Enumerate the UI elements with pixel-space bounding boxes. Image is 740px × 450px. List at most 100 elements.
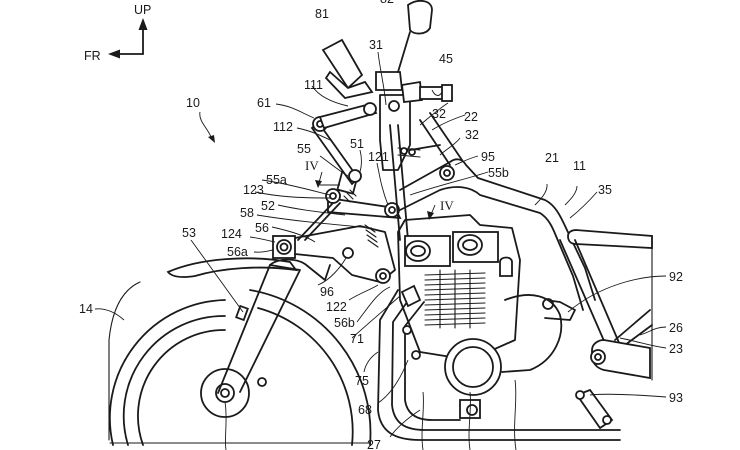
rim-inner bbox=[137, 329, 226, 446]
label-81: 81 bbox=[315, 7, 329, 21]
pivot-124-center bbox=[279, 242, 289, 252]
exhaust bbox=[377, 284, 621, 441]
leader-124 bbox=[249, 236, 276, 243]
label-124: 124 bbox=[221, 227, 242, 241]
orientation-indicator: UP FR bbox=[84, 3, 151, 63]
leader-11 bbox=[564, 185, 578, 206]
steering-assembly bbox=[272, 94, 421, 284]
front-fork bbox=[217, 258, 331, 394]
label-82: 82 bbox=[380, 0, 394, 6]
frame-inner-tube bbox=[399, 186, 584, 311]
leader-45 bbox=[431, 89, 443, 96]
tire-outer bbox=[108, 299, 226, 446]
label-56a: 56a bbox=[227, 245, 248, 259]
label-53: 53 bbox=[182, 226, 196, 240]
exhaust-pipe-inner bbox=[404, 301, 461, 421]
mirror-82 bbox=[407, 0, 433, 35]
meter-81 bbox=[321, 38, 364, 90]
stem-nut bbox=[388, 100, 400, 112]
steering-shaft bbox=[389, 124, 401, 241]
leader-71 bbox=[351, 295, 401, 339]
rod-58 bbox=[297, 202, 334, 241]
section-arrow-icon bbox=[427, 211, 434, 220]
damper-spring bbox=[343, 189, 357, 203]
label-112: 112 bbox=[273, 120, 293, 134]
leader-58 bbox=[256, 214, 373, 229]
label-123: 123 bbox=[243, 183, 264, 197]
bracket-bolt-68b bbox=[411, 350, 421, 360]
leader-23 bbox=[619, 337, 667, 349]
label-45: 45 bbox=[439, 52, 453, 66]
fork-bracket bbox=[269, 258, 331, 281]
steering-spring bbox=[364, 224, 379, 248]
axle-center bbox=[220, 388, 230, 398]
label-21: 21 bbox=[545, 151, 559, 165]
engine-outline bbox=[397, 214, 521, 361]
section-mark-lower: IV bbox=[427, 198, 454, 220]
leader-axle bbox=[224, 401, 227, 450]
leader-93 bbox=[589, 393, 667, 398]
leader-56b bbox=[356, 286, 391, 323]
frame-stay-22 bbox=[419, 112, 463, 166]
leader-10-arrow-icon bbox=[208, 135, 215, 143]
section-label-lower: IV bbox=[440, 198, 454, 213]
stay-26 bbox=[614, 309, 653, 346]
reference-labels: 10 81 82 31 45 111 61 112 22 32 32 51 55… bbox=[79, 0, 683, 450]
label-10: 10 bbox=[186, 96, 200, 110]
label-56b: 56b bbox=[334, 316, 355, 330]
leader-95 bbox=[454, 155, 479, 166]
pivot-23-center bbox=[594, 353, 602, 361]
leader-55a bbox=[261, 179, 331, 196]
label-92: 92 bbox=[669, 270, 683, 284]
label-71: 71 bbox=[350, 332, 364, 346]
leader-122 bbox=[348, 284, 379, 301]
crankcase-cover-inner bbox=[452, 346, 494, 388]
bracket-bolt-68a bbox=[402, 325, 412, 335]
meter-mount bbox=[324, 70, 374, 99]
label-52: 52 bbox=[261, 199, 275, 213]
front-arrow-icon bbox=[108, 49, 120, 59]
pivot-55 bbox=[348, 169, 362, 183]
leader-lines bbox=[94, 51, 667, 450]
oil-cap bbox=[499, 256, 513, 277]
leader-121 bbox=[376, 162, 389, 206]
label-32b: 32 bbox=[465, 128, 479, 142]
label-96: 96 bbox=[320, 285, 334, 299]
rod-58-b bbox=[304, 202, 341, 241]
leader-14 bbox=[94, 308, 125, 321]
frame-stay-32 bbox=[409, 144, 441, 151]
label-27: 27 bbox=[367, 438, 381, 450]
label-56: 56 bbox=[255, 221, 269, 235]
rim-outer bbox=[122, 315, 226, 446]
mount-95-center bbox=[443, 169, 451, 177]
fork-clamp bbox=[235, 304, 249, 322]
leader-crank-1 bbox=[421, 391, 424, 450]
up-arrow-icon bbox=[138, 18, 148, 30]
cooling-fins bbox=[424, 269, 486, 329]
bar-clamp bbox=[401, 80, 423, 103]
down-tube-92 bbox=[559, 239, 621, 351]
frame-upper-tube bbox=[399, 158, 596, 301]
label-55a: 55a bbox=[266, 173, 287, 187]
label-122: 122 bbox=[326, 300, 347, 314]
label-31: 31 bbox=[369, 38, 383, 52]
leader-21 bbox=[534, 183, 548, 206]
label-32a: 32 bbox=[432, 107, 446, 121]
leader-crank-3 bbox=[514, 379, 517, 450]
label-55: 55 bbox=[297, 142, 311, 156]
leader-56 bbox=[271, 226, 316, 243]
leader-27 bbox=[389, 409, 421, 438]
switch-housing-31 bbox=[375, 71, 404, 91]
up-label: UP bbox=[134, 3, 151, 17]
steering-shaft-b bbox=[397, 124, 409, 241]
engine bbox=[397, 214, 563, 419]
section-arrow-icon bbox=[315, 180, 322, 188]
rim-rear-arc bbox=[257, 307, 354, 446]
label-55b: 55b bbox=[488, 166, 509, 180]
label-22: 22 bbox=[464, 110, 478, 124]
pivot-111 bbox=[363, 102, 377, 116]
leader-112 bbox=[296, 127, 331, 141]
label-51: 51 bbox=[350, 137, 364, 151]
label-93: 93 bbox=[669, 391, 683, 405]
leader-35 bbox=[569, 191, 598, 219]
